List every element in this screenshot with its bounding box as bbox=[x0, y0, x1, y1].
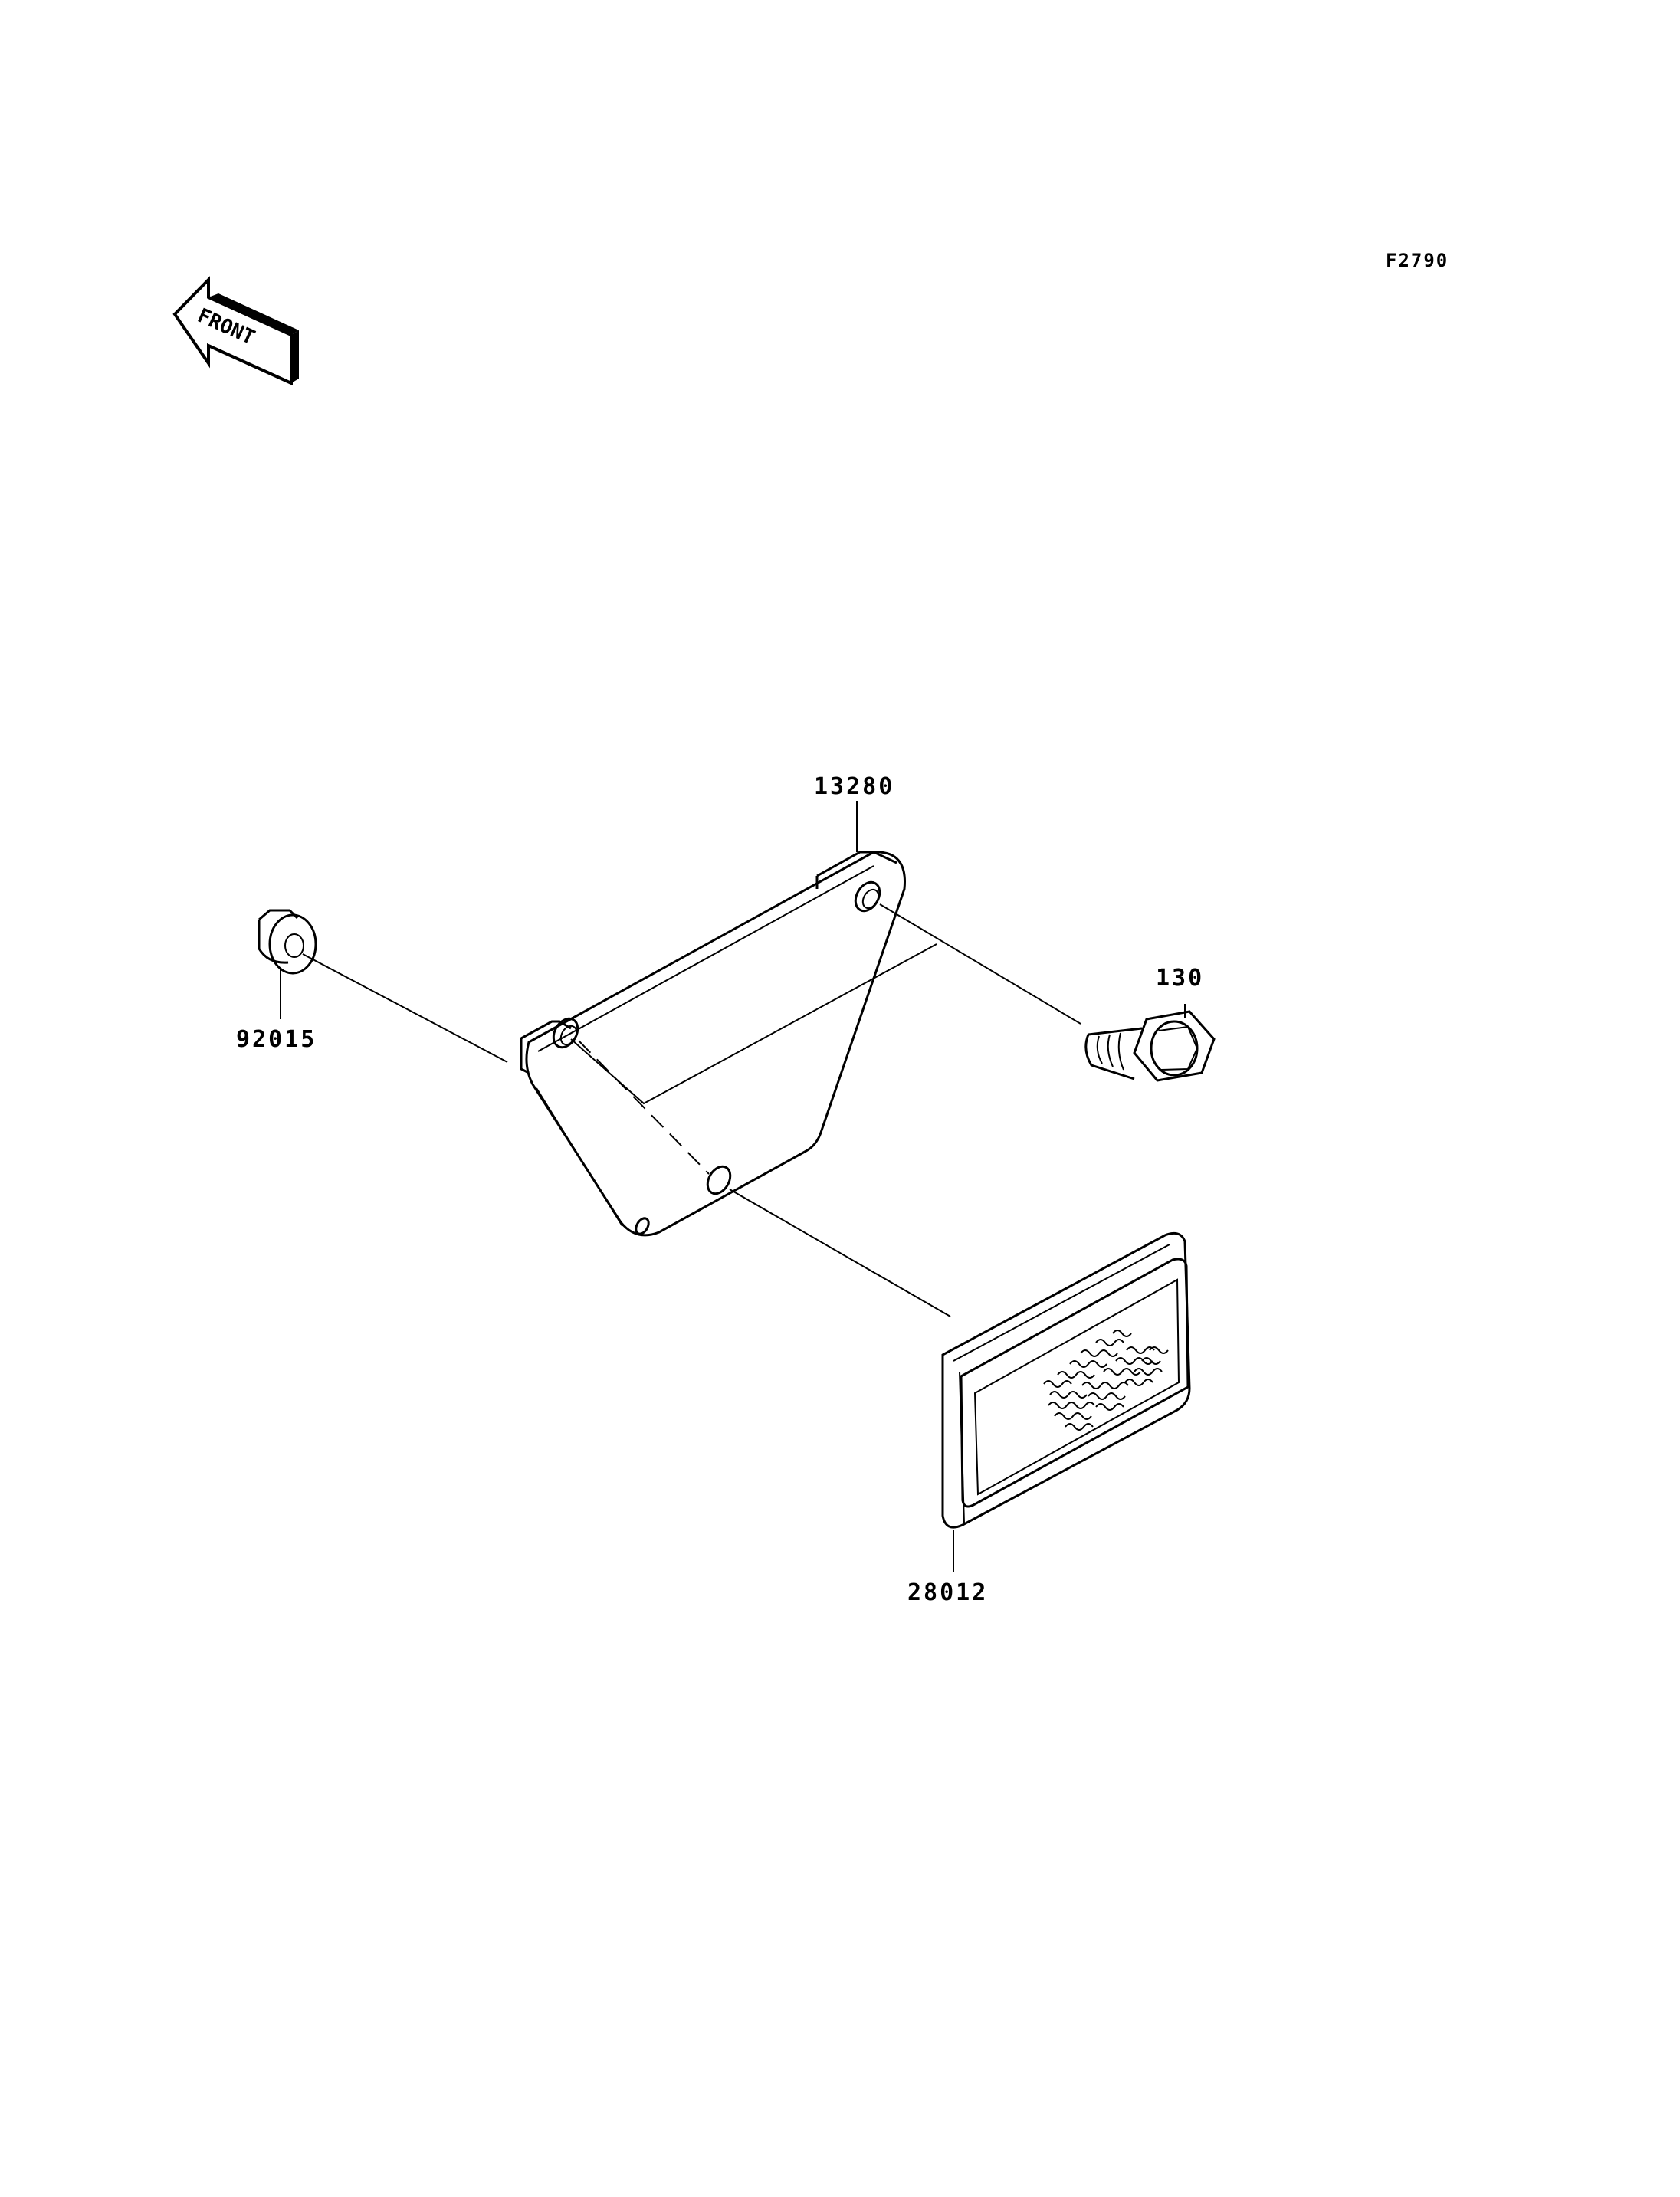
figure-code: F2790 bbox=[1386, 250, 1449, 271]
flange-nut-icon bbox=[258, 909, 317, 975]
reflector-icon bbox=[941, 1231, 1191, 1529]
front-arrow-icon: FRONT bbox=[172, 276, 299, 386]
part-number-bolt: 130 bbox=[1156, 965, 1204, 992]
part-number-reflector: 28012 bbox=[907, 1579, 988, 1606]
part-number-bracket: 13280 bbox=[814, 773, 894, 800]
part-number-nut: 92015 bbox=[236, 1026, 317, 1053]
bracket-icon bbox=[520, 851, 906, 1237]
flange-bolt-icon bbox=[1084, 1010, 1216, 1082]
